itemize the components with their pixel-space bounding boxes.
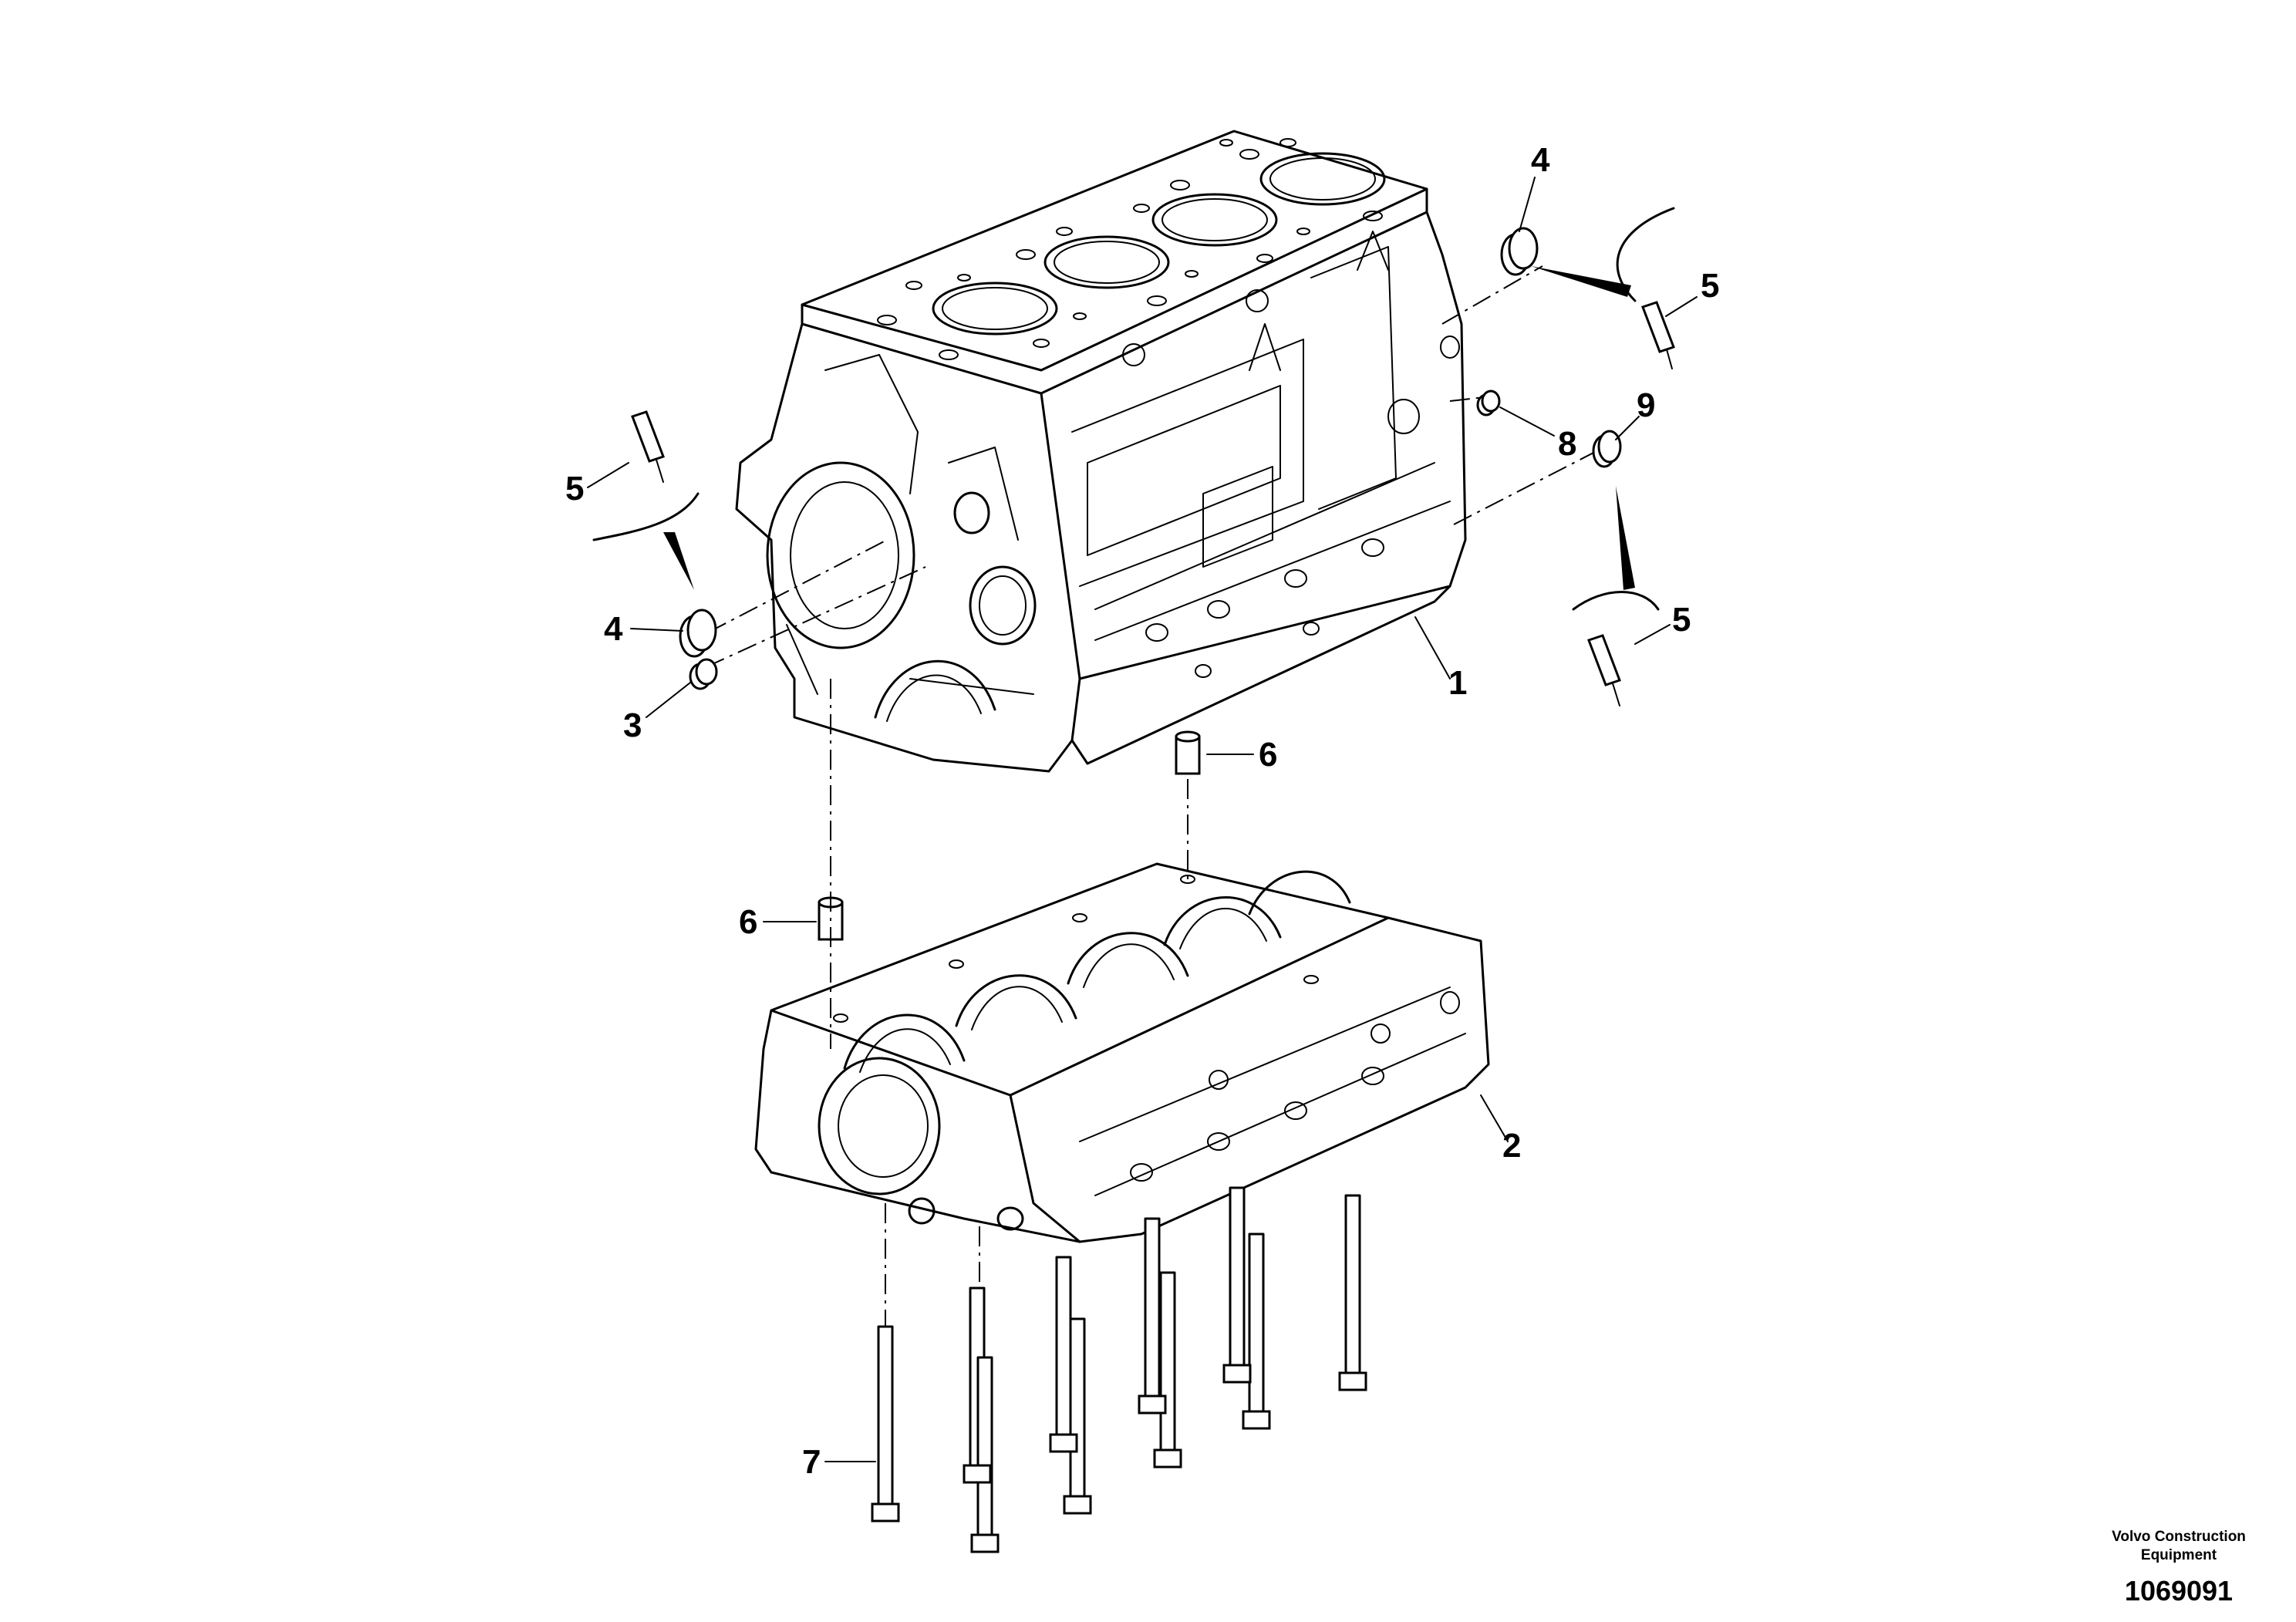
sealant-detail-left: [592, 410, 700, 590]
small-plug-right: [1476, 389, 1501, 416]
callout-2: 2: [1502, 1127, 1521, 1165]
cylinder-block: [735, 130, 1467, 773]
sealant-detail-top-right: [1531, 207, 1675, 369]
callout-6-upper: 6: [1259, 736, 1277, 774]
callout-8: 8: [1558, 425, 1576, 463]
callout-3: 3: [623, 706, 642, 744]
callout-5-top-right: 5: [1701, 267, 1719, 305]
callout-1: 1: [1448, 664, 1467, 702]
plug-right: [1592, 430, 1622, 468]
callout-6-lower: 6: [739, 903, 757, 941]
plug-top-right: [1500, 227, 1539, 276]
company-name-line2: Equipment: [2141, 1547, 2217, 1563]
drawing-number: 1069091: [2125, 1575, 2233, 1607]
callout-5-left: 5: [565, 470, 584, 508]
plug-left: [679, 609, 717, 658]
callout-9: 9: [1637, 386, 1655, 424]
small-plug-left: [689, 658, 718, 690]
callout-4-top-right: 4: [1531, 141, 1550, 179]
company-name-line1: Volvo Construction: [2112, 1529, 2246, 1545]
main-bearing-bolts: [871, 1186, 1367, 1553]
callout-4-left: 4: [604, 610, 623, 648]
sealant-detail-bottom-right: [1572, 486, 1660, 706]
callout-7: 7: [802, 1443, 821, 1481]
dowel-pin-upper: [1175, 730, 1201, 775]
callout-5-bottom-right: 5: [1672, 601, 1691, 639]
leader-lines: [587, 177, 1698, 1462]
assembly-center-lines: [705, 265, 1597, 1327]
crankcase-lower-half: [754, 862, 1490, 1243]
